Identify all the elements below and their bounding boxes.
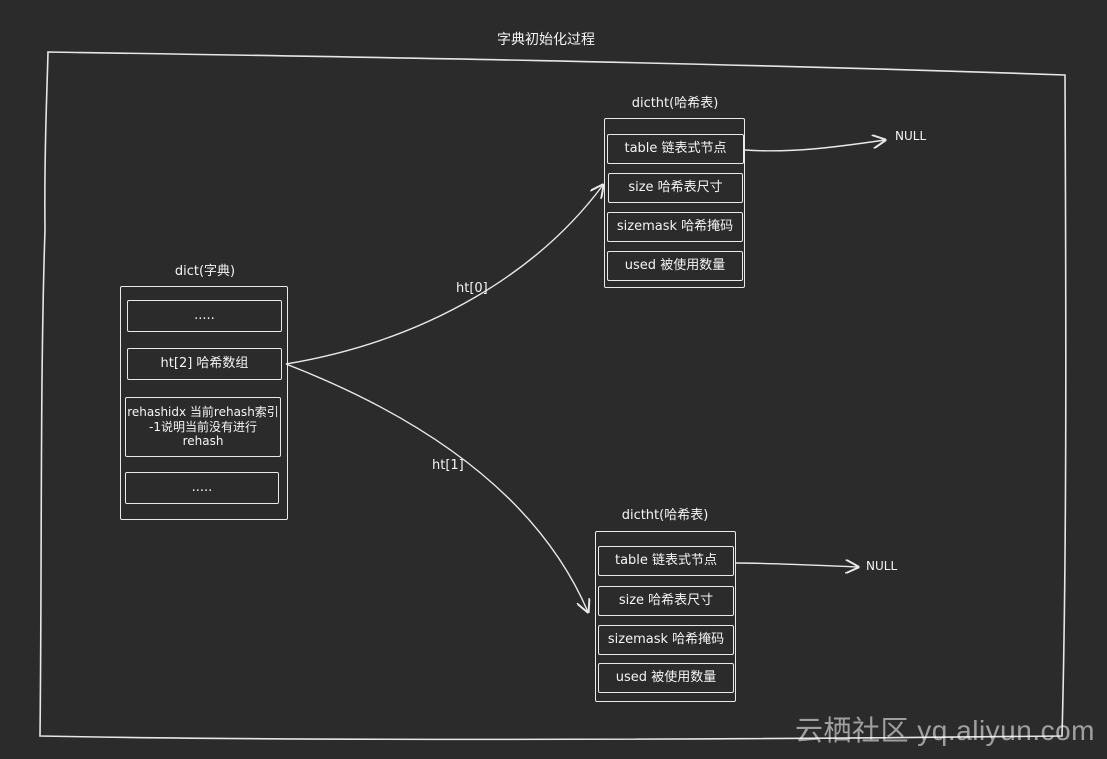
ht1-cell-table: table 链表式节点 <box>598 546 734 576</box>
ht1-label: dictht(哈希表) <box>621 508 709 523</box>
edge-label-ht1: ht[1] <box>432 458 464 473</box>
ht1-cell-used: used 被使用数量 <box>598 663 734 693</box>
ht0-box <box>604 118 745 288</box>
edge-ht0 <box>285 185 603 365</box>
ht0-cell-sizemask: sizemask 哈希掩码 <box>607 212 743 242</box>
dict-box <box>120 286 288 520</box>
ht1-cell-sizemask: sizemask 哈希掩码 <box>598 625 734 655</box>
ht1-box <box>595 531 736 702</box>
dict-cell-ellipsis-bottom: ..... <box>125 472 279 504</box>
dict-cell-ellipsis-top: ..... <box>127 300 282 332</box>
ht0-null-label: NULL <box>895 129 927 143</box>
outer-frame <box>39 51 1067 741</box>
diagram-title: 字典初始化过程 <box>497 32 595 48</box>
ht1-cell-size: size 哈希表尺寸 <box>598 586 734 616</box>
ht1-null-label: NULL <box>866 559 898 573</box>
watermark: 云栖社区 yq.aliyun.com <box>795 715 1095 746</box>
edge-null-bottom <box>734 563 858 567</box>
dict-cell-rehashidx: rehashidx 当前rehash索引 -1说明当前没有进行 rehash <box>125 397 281 457</box>
ht0-label: dictht(哈希表) <box>631 96 719 111</box>
ht0-cell-used: used 被使用数量 <box>607 251 743 281</box>
ht0-cell-table: table 链表式节点 <box>607 134 744 164</box>
dict-label: dict(字典) <box>174 264 236 279</box>
edge-ht1 <box>285 363 588 612</box>
ht0-cell-size: size 哈希表尺寸 <box>608 173 743 203</box>
dict-cell-ht-array: ht[2] 哈希数组 <box>127 348 282 380</box>
edge-null-top <box>744 140 885 152</box>
edge-label-ht0: ht[0] <box>456 281 488 296</box>
